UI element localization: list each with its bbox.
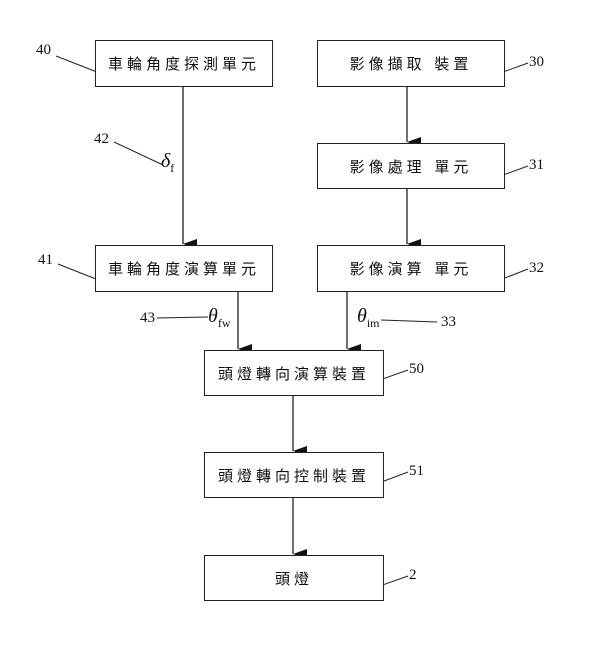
- node-label: 頭燈轉向演算裝置: [217, 364, 370, 383]
- leader-40: [55, 55, 103, 75]
- node-label: 影像演算 單元: [349, 260, 473, 278]
- node-image-capture-device: 影像擷取 裝置: [317, 40, 505, 87]
- ref-31: 31: [529, 157, 544, 173]
- node-label: 影像擷取 裝置: [349, 55, 473, 73]
- node-label: 車輪角度演算單元: [107, 260, 260, 278]
- ref-2: 2: [409, 567, 417, 583]
- ref-41: 41: [38, 252, 53, 268]
- ref-51: 51: [409, 463, 424, 479]
- ref-30: 30: [529, 54, 544, 70]
- signal-delta-f: δf: [161, 150, 175, 175]
- leader-42: [113, 141, 164, 166]
- node-label: 車輪角度探測單元: [107, 55, 260, 73]
- signal-theta-fw: θfw: [208, 305, 231, 330]
- node-headlight: 頭燈: [204, 555, 384, 601]
- node-image-processing-unit: 影像處理 單元: [317, 143, 505, 189]
- node-wheel-angle-detection-unit: 車輪角度探測單元: [95, 40, 273, 87]
- ref-42: 42: [94, 131, 109, 147]
- ref-33: 33: [441, 314, 456, 330]
- node-image-computation-unit: 影像演算 單元: [317, 245, 505, 292]
- node-wheel-angle-computation-unit: 車輪角度演算單元: [95, 245, 273, 292]
- ref-32: 32: [529, 260, 544, 276]
- node-headlight-steering-control-device: 頭燈轉向控制裝置: [204, 452, 384, 498]
- leader-43: [156, 316, 209, 319]
- ref-40: 40: [36, 42, 51, 58]
- node-headlight-steering-computation-device: 頭燈轉向演算裝置: [204, 350, 384, 396]
- node-label: 影像處理 單元: [349, 157, 473, 176]
- ref-50: 50: [409, 361, 424, 377]
- leader-33: [380, 319, 438, 323]
- node-label: 頭燈轉向控制裝置: [217, 466, 370, 485]
- node-label: 頭燈: [274, 569, 313, 588]
- signal-theta-im: θim: [357, 305, 380, 330]
- ref-43: 43: [140, 310, 155, 326]
